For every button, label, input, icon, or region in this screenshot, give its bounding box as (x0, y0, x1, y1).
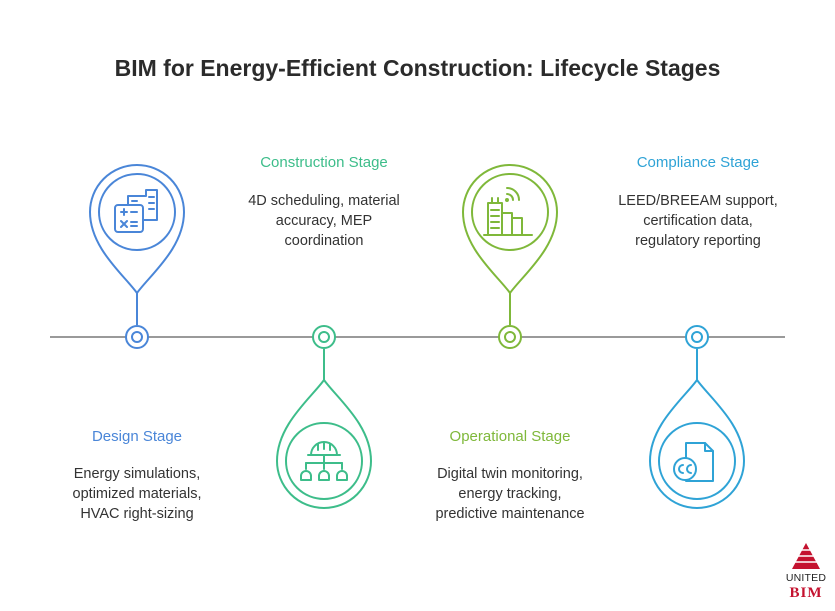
construction-desc-line: 4D scheduling, material (248, 193, 400, 209)
operational-desc-line: energy tracking, (458, 486, 562, 502)
united-bim-logo: UNITED BIM (780, 540, 832, 606)
logo-text-bim: BIM (789, 585, 823, 601)
page-title: BIM for Energy-Efficient Construction: L… (114, 55, 721, 81)
operational-desc-line: Digital twin monitoring, (437, 466, 583, 482)
compliance-stage-title: Compliance Stage (636, 154, 760, 171)
calculator-building-icon (114, 189, 158, 233)
design-desc-line: Energy simulations, (73, 466, 201, 482)
operational-stage-description: Digital twin monitoring, energy tracking… (405, 464, 615, 524)
construction-stage-title: Construction Stage (260, 154, 388, 171)
design-stage-title: Design Stage (91, 428, 183, 445)
design-stage-description: Energy simulations, optimized materials,… (42, 464, 232, 524)
design-stage-marker (88, 164, 186, 349)
compliance-desc-line: regulatory reporting (635, 233, 761, 249)
construction-desc-line: accuracy, MEP (275, 213, 373, 229)
operational-desc-line: predictive maintenance (435, 506, 585, 522)
compliance-stage-marker (648, 325, 746, 509)
cc-document-icon (673, 442, 714, 482)
construction-stage-marker (275, 325, 373, 509)
united-bim-logo-mark (792, 543, 820, 569)
compliance-desc-line: LEED/BREEAM support, (618, 193, 778, 209)
construction-stage-description: 4D scheduling, material accuracy, MEP co… (219, 191, 429, 251)
compliance-desc-line: certification data, (643, 213, 753, 229)
operational-stage-title: Operational Stage (449, 428, 571, 445)
smart-building-icon (483, 187, 533, 236)
construction-desc-line: coordination (284, 233, 364, 249)
logo-text-united: UNITED (785, 572, 827, 584)
compliance-stage-description: LEED/BREEAM support, certification data,… (592, 191, 804, 251)
design-desc-line: HVAC right-sizing (80, 506, 194, 522)
hardhat-hierarchy-icon (300, 441, 348, 481)
design-desc-line: optimized materials, (72, 486, 202, 502)
operational-stage-marker (461, 164, 559, 349)
